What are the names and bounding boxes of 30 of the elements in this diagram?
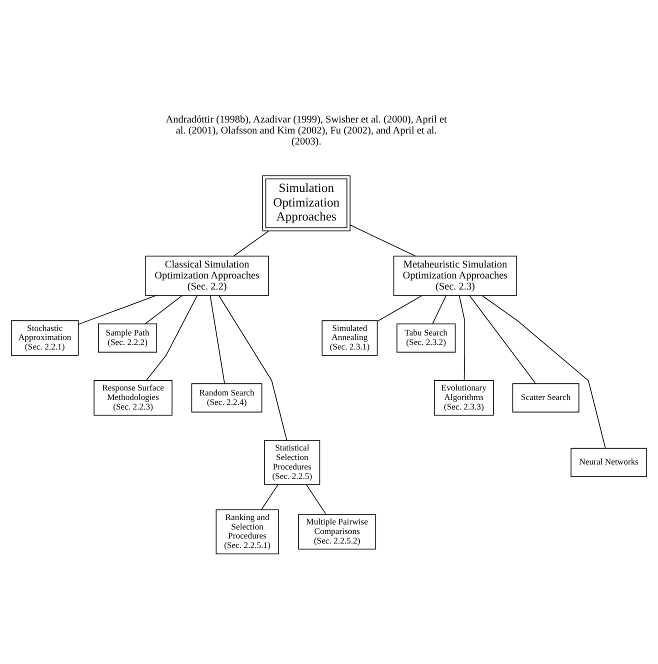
connector (78, 294, 156, 324)
node-box: Response Surface Methodologies (Sec. 2.2.3) (94, 380, 172, 416)
node-box: Simulated Annealing (Sec. 2.3.1) (322, 320, 378, 356)
connector (458, 294, 466, 380)
connector (376, 294, 423, 322)
connector (146, 294, 198, 380)
node-box: Multiple Pairwise Comparisons (Sec. 2.2.5.2) (298, 514, 376, 550)
node-box: Simulation Optimization Approaches (262, 174, 350, 231)
node-box: Sample Path (Sec. 2.2.2) (98, 322, 158, 352)
connector (482, 294, 606, 448)
node-box: Classical Simulation Optimization Approaches (Sec. 2.2) (145, 255, 269, 296)
connector (469, 294, 536, 384)
connector (233, 230, 270, 256)
label: Andradóttir (1998b), Azadivar (1999), Swisher et al. (2000), April et al. (2001), Olafsson and Kim (2002), Fu (2002), and April et al. (2003). (166, 114, 447, 148)
node-box: Scatter Search (512, 382, 580, 412)
connector (350, 224, 416, 256)
node-box: Statistical Selection Procedures (Sec. 2.2.5) (264, 440, 320, 484)
connector (261, 484, 278, 510)
connector (210, 294, 225, 384)
node-box: Stochastic Approximation (Sec. 2.2.1) (10, 320, 79, 356)
node-box: Metaheuristic Simulation Optimization Approaches (Sec. 2.3) (393, 255, 518, 296)
node-box: Random Search (Sec. 2.2.4) (191, 382, 262, 412)
connector (432, 294, 446, 324)
connector (306, 484, 326, 514)
node-box: Neural Networks (570, 447, 648, 477)
node-box: Evolutionary Algorithms (Sec. 2.3.3) (434, 380, 494, 416)
connector (218, 294, 288, 440)
node-box: Ranking and Selection Procedures (Sec. 2.2.5.1) (216, 508, 279, 554)
connector (144, 294, 183, 324)
node-box: Tabu Search (Sec. 2.3.2) (396, 322, 456, 352)
